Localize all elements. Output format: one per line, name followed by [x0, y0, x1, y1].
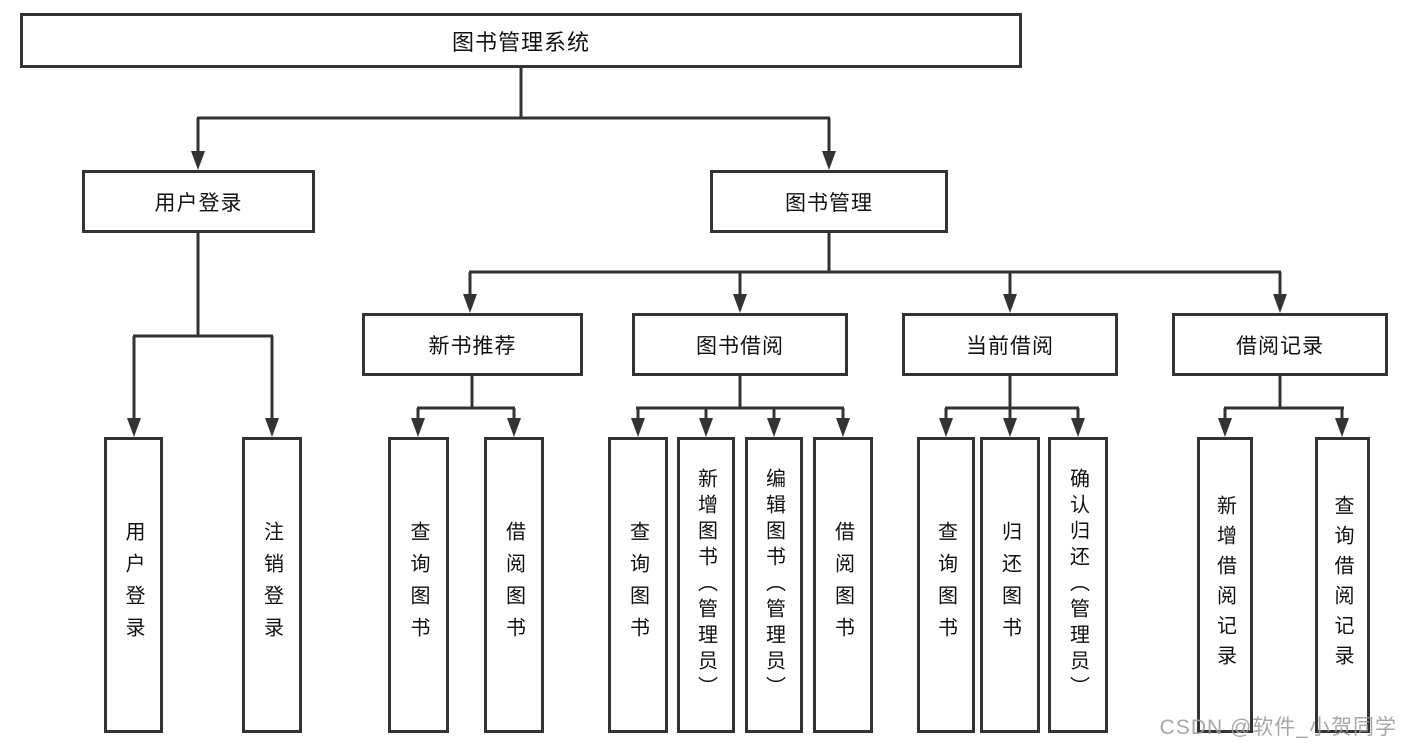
leaf-add-books-admin-label: 新增图书（管理员） [694, 468, 717, 702]
node-new-book-recommend-label: 新书推荐 [428, 334, 517, 358]
node-borrow-records-label: 借阅记录 [1236, 334, 1324, 358]
leaf-query-books-current-label: 查询图书 [934, 521, 957, 649]
leaf-borrow-books-recommend: 借阅图书 [484, 437, 544, 733]
node-book-borrow-label: 图书借阅 [696, 334, 784, 358]
node-book-management: 图书管理 [710, 170, 948, 233]
leaf-add-books-admin: 新增图书（管理员） [677, 437, 735, 733]
leaf-return-books-label: 归还图书 [998, 521, 1021, 649]
connector-book-borrow-to-leaves [631, 376, 850, 437]
node-book-management-label: 图书管理 [785, 191, 873, 215]
node-book-borrow: 图书借阅 [632, 313, 848, 376]
leaf-user-login-label: 用户登录 [122, 521, 144, 649]
leaf-logout-label: 注销登录 [260, 521, 283, 649]
node-borrow-records: 借阅记录 [1172, 313, 1388, 376]
leaf-query-books-recommend-label: 查询图书 [407, 521, 429, 649]
connector-book-management-to-level3 [463, 233, 1287, 313]
node-user-login: 用户登录 [82, 170, 315, 233]
leaf-confirm-return-admin-label: 确认归还（管理员） [1066, 468, 1089, 702]
connector-new-book-recommend-to-leaves [411, 376, 521, 437]
leaf-query-borrow-record-label: 查询借阅记录 [1331, 495, 1353, 675]
leaf-borrow-books: 借阅图书 [813, 437, 873, 733]
leaf-add-borrow-record-label: 新增借阅记录 [1213, 495, 1236, 675]
leaf-query-books-borrow: 查询图书 [608, 437, 668, 733]
leaf-borrow-books-recommend-label: 借阅图书 [502, 521, 525, 649]
connector-current-borrow-to-leaves [939, 376, 1085, 437]
connector-borrow-records-to-leaves [1218, 376, 1349, 437]
node-new-book-recommend: 新书推荐 [362, 313, 583, 376]
leaf-query-books-current: 查询图书 [917, 437, 975, 733]
leaf-logout: 注销登录 [242, 437, 302, 733]
leaf-edit-books-admin: 编辑图书（管理员） [745, 437, 803, 733]
leaf-user-login: 用户登录 [104, 437, 163, 733]
leaf-add-borrow-record: 新增借阅记录 [1197, 437, 1253, 733]
node-root: 图书管理系统 [20, 13, 1022, 68]
leaf-query-books-borrow-label: 查询图书 [626, 521, 649, 649]
node-user-login-label: 用户登录 [154, 191, 243, 215]
node-current-borrow-label: 当前借阅 [966, 334, 1054, 358]
csdn-watermark: CSDN @软件_小贺同学 [1159, 716, 1397, 739]
leaf-borrow-books-label: 借阅图书 [831, 521, 854, 649]
leaf-query-books-recommend: 查询图书 [388, 437, 449, 733]
node-root-label: 图书管理系统 [451, 29, 590, 55]
leaf-return-books: 归还图书 [980, 437, 1040, 733]
leaf-confirm-return-admin: 确认归还（管理员） [1048, 437, 1108, 733]
connector-user-login-to-leaves [127, 233, 279, 437]
node-current-borrow: 当前借阅 [902, 313, 1118, 376]
leaf-query-borrow-record: 查询借阅记录 [1315, 437, 1370, 733]
connector-root-to-level2 [191, 68, 836, 170]
leaf-edit-books-admin-label: 编辑图书（管理员） [762, 468, 785, 702]
